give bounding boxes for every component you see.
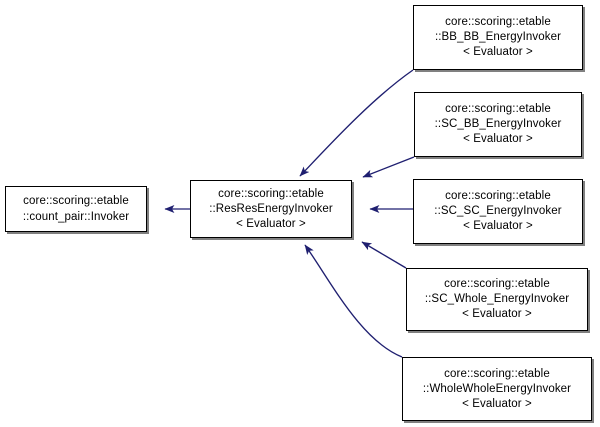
node-label-line-3: < Evaluator > bbox=[462, 397, 532, 410]
node-label-line-2: ::count_pair::Invoker bbox=[22, 211, 130, 223]
node-label-line-1: core::scoring::etable bbox=[444, 278, 550, 290]
node-sc-bb-energy-invoker[interactable]: core::scoring::etable ::SC_BB_EnergyInvo… bbox=[414, 92, 582, 157]
node-label-line-1: core::scoring::etable bbox=[445, 103, 551, 115]
edge-sc-whole-to-resres bbox=[361, 241, 407, 269]
node-label-line-1: core::scoring::etable bbox=[218, 187, 324, 200]
edge-sc-bb-to-resres bbox=[362, 156, 415, 178]
node-label-line-2: ::BB_BB_EnergyInvoker bbox=[434, 31, 562, 43]
node-label-line-2: ::WholeWholeEnergyInvoker bbox=[422, 382, 572, 395]
node-label-line-1: core::scoring::etable bbox=[23, 195, 129, 207]
node-label-line-1: core::scoring::etable bbox=[445, 16, 551, 28]
node-label-line-3: < Evaluator > bbox=[236, 217, 306, 230]
node-label-line-3: < Evaluator > bbox=[463, 133, 533, 145]
node-resres-energy-invoker[interactable]: core::scoring::etable ::ResResEnergyInvo… bbox=[190, 180, 352, 238]
node-label-line-2: ::SC_Whole_EnergyInvoker bbox=[424, 293, 570, 305]
node-label-line-2: ::SC_BB_EnergyInvoker bbox=[434, 118, 562, 130]
node-bb-bb-energy-invoker[interactable]: core::scoring::etable ::BB_BB_EnergyInvo… bbox=[413, 5, 583, 70]
node-whole-whole-energy-invoker[interactable]: core::scoring::etable ::WholeWholeEnergy… bbox=[402, 357, 592, 421]
node-label-line-3: < Evaluator > bbox=[462, 308, 532, 320]
node-count-pair-invoker[interactable]: core::scoring::etable ::count_pair::Invo… bbox=[5, 186, 147, 232]
node-sc-sc-energy-invoker[interactable]: core::scoring::etable ::SC_SC_EnergyInvo… bbox=[413, 179, 583, 244]
node-label-line-1: core::scoring::etable bbox=[445, 190, 551, 202]
node-label-line-3: < Evaluator > bbox=[463, 220, 533, 232]
node-label-line-2: ::ResResEnergyInvoker bbox=[209, 202, 333, 215]
edge-bb-bb-to-resres bbox=[299, 69, 414, 177]
edge-whole-whole-to-resres bbox=[304, 244, 403, 358]
node-sc-whole-energy-invoker[interactable]: core::scoring::etable ::SC_Whole_EnergyI… bbox=[406, 268, 588, 331]
node-label-line-2: ::SC_SC_EnergyInvoker bbox=[434, 205, 562, 217]
node-label-line-3: < Evaluator > bbox=[463, 46, 533, 58]
node-label-line-1: core::scoring::etable bbox=[444, 367, 550, 380]
